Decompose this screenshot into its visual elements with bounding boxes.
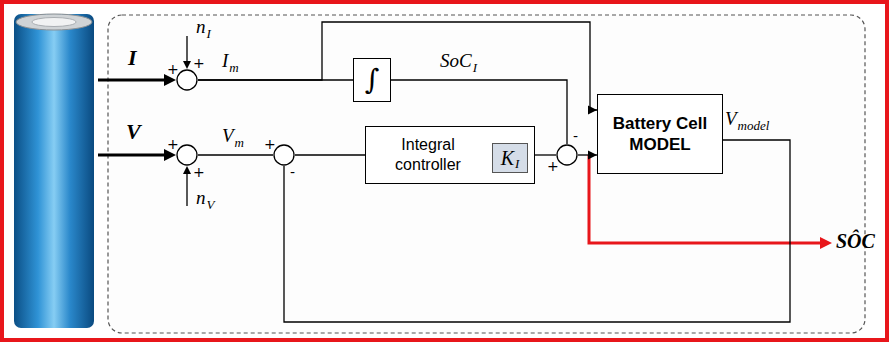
junction-circle <box>274 145 294 165</box>
junction-outline <box>273 144 295 166</box>
battery-terminal <box>32 18 76 27</box>
integrator-box: ∫ <box>353 58 391 102</box>
summing-junction: +- <box>273 144 295 166</box>
signal-label: n <box>196 17 206 36</box>
summing-junction: ++ <box>176 144 198 166</box>
subscript-label: V <box>207 198 215 211</box>
current-noise-wire <box>186 36 187 62</box>
integral-symbol: ∫ <box>365 66 380 94</box>
signal-label: SÔC <box>836 231 875 251</box>
arrowhead <box>183 61 191 69</box>
voltage-noise-wire <box>186 173 187 206</box>
junction-outline <box>176 69 198 91</box>
arrowhead <box>183 166 191 174</box>
battery-cell-photo <box>14 14 94 328</box>
connector-line <box>198 154 273 155</box>
controller-box: Integral controller KI <box>365 126 535 184</box>
signal-label: SoC <box>440 51 472 70</box>
connector-line <box>295 154 365 155</box>
sign-label: + <box>193 165 205 179</box>
signal-label: V <box>725 109 737 128</box>
junction-circle <box>177 145 197 165</box>
connector <box>295 155 365 156</box>
battery-cap <box>16 14 92 30</box>
gain-box: KI <box>492 143 528 173</box>
sign-label: + <box>264 137 276 151</box>
signal-label: n <box>196 188 206 207</box>
subscript-label: m <box>235 136 244 149</box>
subscript-label: I <box>515 157 519 170</box>
subscript-label: model <box>738 119 770 132</box>
connector <box>578 151 597 160</box>
sign-label: + <box>547 159 559 173</box>
summing-junction: ++ <box>176 69 198 91</box>
block-label: Integral controller <box>372 135 484 173</box>
subscript-label: m <box>229 61 238 74</box>
arrowhead <box>588 106 597 115</box>
arrowhead <box>588 151 597 160</box>
block-label: Battery Cell MODEL <box>604 113 716 156</box>
junction-outline <box>556 144 578 166</box>
sign-label: - <box>290 165 295 179</box>
signal-label: I <box>222 51 228 70</box>
connector <box>535 155 556 156</box>
model-box: Battery Cell MODEL <box>597 94 723 174</box>
signal-label: V <box>126 121 141 143</box>
current-input-wire <box>98 79 168 82</box>
connector <box>198 22 597 115</box>
signal-label: I <box>128 47 137 69</box>
voltage-input-wire <box>98 154 168 157</box>
estimator-boundary <box>108 15 865 333</box>
junction-circle <box>177 70 197 90</box>
junction-outline <box>176 144 198 166</box>
subscript-label: I <box>473 61 477 74</box>
connector <box>198 155 273 156</box>
signal-label: V <box>222 126 234 145</box>
connector-line <box>535 154 556 155</box>
summing-junction: +- <box>556 144 578 166</box>
junction-circle <box>557 145 577 165</box>
sign-label: + <box>193 56 205 70</box>
connector-line <box>198 22 597 110</box>
subscript-label: I <box>207 27 211 40</box>
sign-label: + <box>167 62 179 76</box>
sign-label: + <box>167 137 179 151</box>
text-area: Integral controller <box>372 127 484 182</box>
gain-symbol: K <box>501 148 514 168</box>
sign-label: - <box>573 129 578 143</box>
arrowhead <box>820 237 832 249</box>
